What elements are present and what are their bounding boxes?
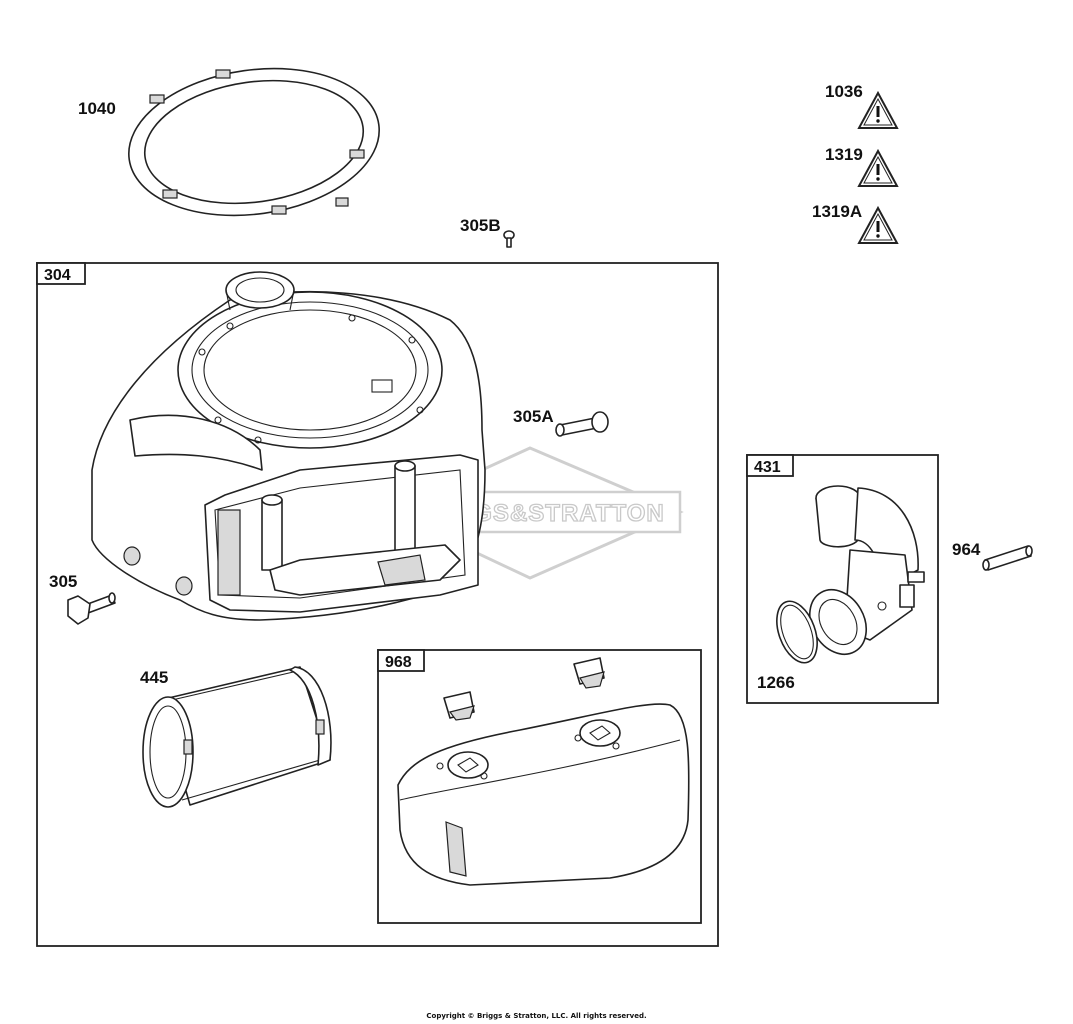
label-968[interactable]: 968: [385, 654, 412, 671]
part-305A-bolt[interactable]: [555, 411, 609, 437]
label-1319A[interactable]: 1319A: [812, 202, 862, 221]
box-304: [36, 262, 719, 947]
label-445[interactable]: 445: [140, 668, 168, 687]
warning-triangle-icon: [857, 148, 899, 187]
label-1036[interactable]: 1036: [825, 82, 863, 101]
part-968-cover[interactable]: [397, 657, 690, 886]
label-431[interactable]: 431: [754, 459, 781, 476]
label-1319[interactable]: 1319: [825, 145, 863, 164]
label-1040[interactable]: 1040: [78, 99, 116, 118]
label-1266[interactable]: 1266: [757, 673, 795, 692]
label-305B[interactable]: 305B: [460, 216, 501, 235]
label-305[interactable]: 305: [49, 572, 77, 591]
warning-triangle-icon: [857, 90, 899, 129]
label-305A[interactable]: 305A: [513, 407, 554, 426]
part-431-elbow[interactable]: [798, 485, 925, 664]
copyright-text: Copyright © Briggs & Stratton, LLC. All …: [426, 1012, 647, 1020]
part-304-blower-housing[interactable]: [91, 271, 486, 621]
part-1040-ring[interactable]: [119, 53, 389, 231]
box-968: [377, 649, 702, 924]
warning-triangle-icon: [857, 205, 899, 244]
part-445-air-filter[interactable]: [142, 666, 332, 808]
part-305B-screw[interactable]: [503, 230, 515, 248]
box-431: [746, 454, 939, 704]
label-964[interactable]: 964: [952, 540, 981, 559]
part-964-tube[interactable]: [982, 545, 1033, 571]
part-1266-o-ring[interactable]: [769, 596, 825, 668]
label-304[interactable]: 304: [44, 267, 71, 284]
part-305-bolt[interactable]: [67, 592, 116, 625]
